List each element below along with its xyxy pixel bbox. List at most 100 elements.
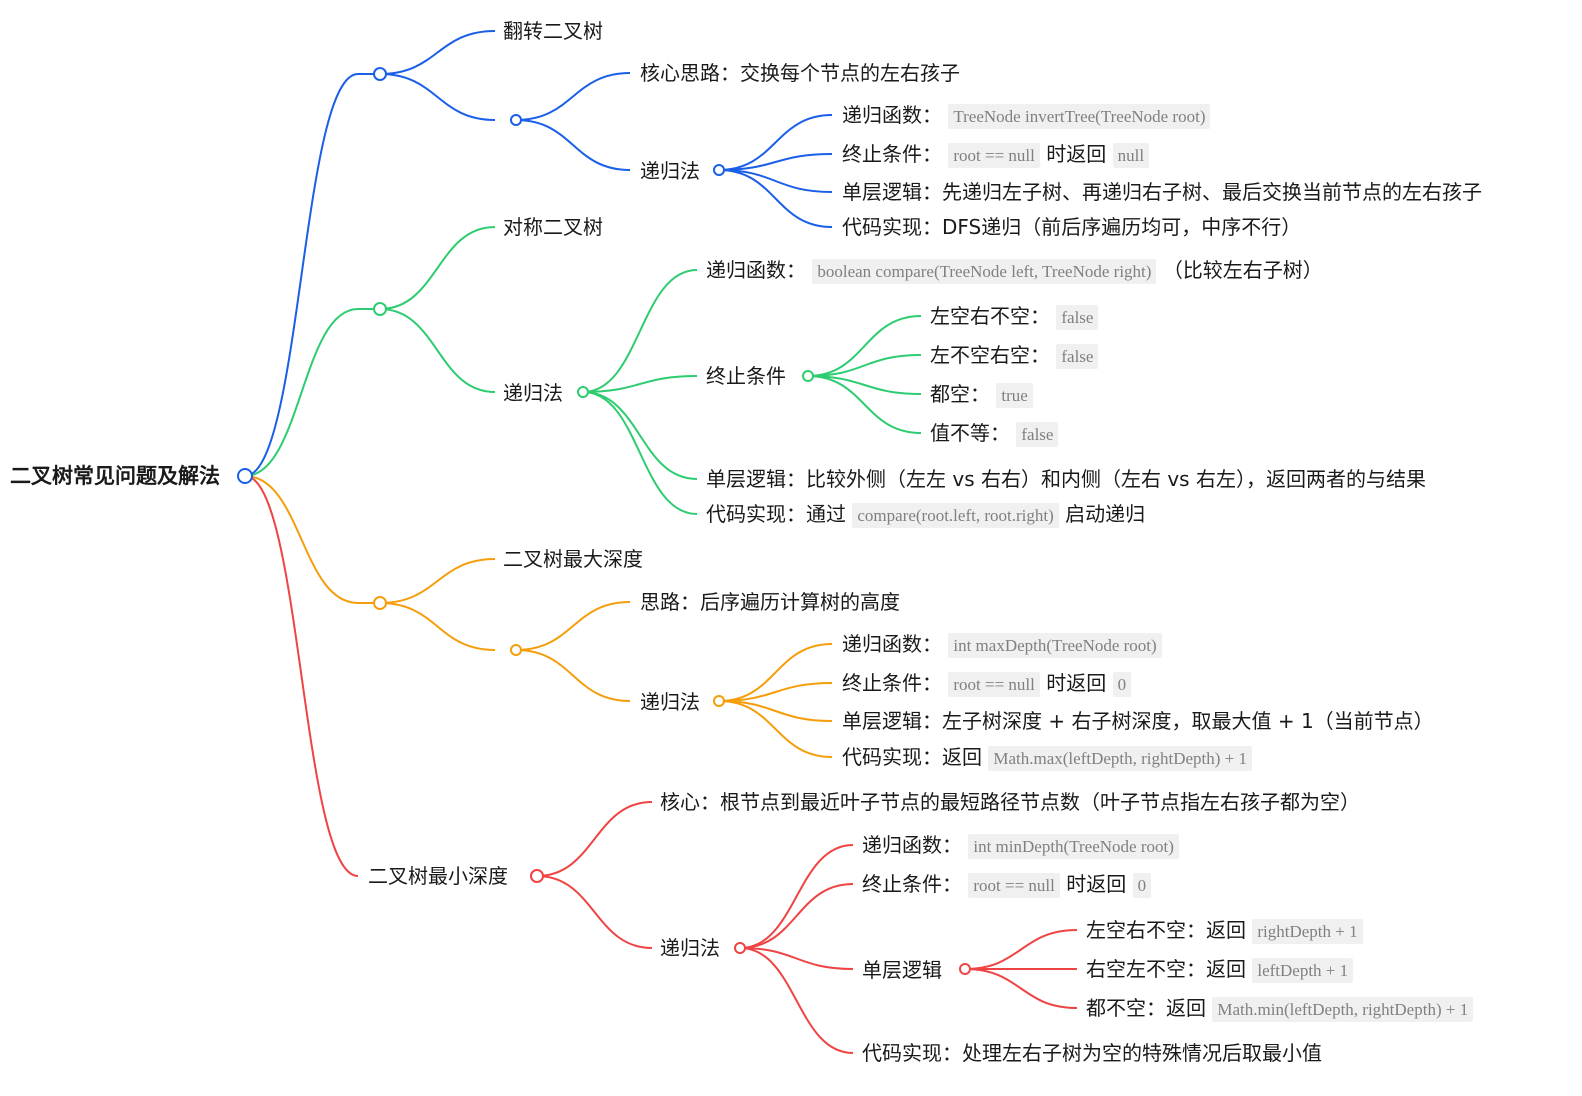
min-logic-2: 右空左不空：返回 leftDepth + 1 — [1086, 955, 1354, 985]
edge-root-sym — [244, 308, 359, 477]
edge-root-max — [244, 475, 359, 604]
min-logic-3-code: Math.min(leftDepth, rightDepth) + 1 — [1212, 997, 1474, 1022]
edge-sym-title — [379, 226, 496, 310]
edge-min-term — [739, 883, 854, 949]
edge-root-invert — [244, 73, 359, 477]
sym-impl-suffix: 启动递归 — [1065, 502, 1146, 526]
edge-invert-group — [379, 73, 496, 121]
max-impl-label: 代码实现：返回 — [842, 745, 982, 769]
edge-sym-func — [582, 269, 698, 393]
sym-term-2-label: 左不空右空： — [930, 343, 1050, 367]
min-logic: 单层逻辑 — [862, 958, 942, 982]
min-term-label: 终止条件： — [862, 872, 962, 896]
min-title: 二叉树最小深度 — [368, 864, 508, 888]
sym-impl-code: compare(root.left, root.right) — [852, 503, 1059, 528]
max-logic: 单层逻辑：左子树深度 + 右子树深度，取最大值 + 1（当前节点） — [842, 709, 1434, 733]
min-logic-1-code: rightDepth + 1 — [1252, 919, 1363, 944]
max-impl: 代码实现：返回 Math.max(leftDepth, rightDepth) … — [842, 743, 1253, 773]
max-toggle-dot[interactable] — [373, 596, 387, 610]
min-logic-2-label: 右空左不空：返回 — [1086, 957, 1246, 981]
sym-term-3-code: true — [996, 383, 1033, 408]
max-title: 二叉树最大深度 — [503, 547, 643, 571]
max-group-toggle-dot[interactable] — [510, 644, 522, 656]
edge-invert-rec-1 — [718, 153, 833, 171]
sym-term-2-code: false — [1056, 344, 1099, 369]
sym-term-1-code: false — [1056, 305, 1099, 330]
edge-max-rec-1 — [718, 682, 833, 702]
min-core: 核心：根节点到最近叶子节点的最短路径节点数（叶子节点指左右孩子都为空） — [660, 790, 1360, 814]
edge-min-impl — [739, 947, 854, 1054]
max-term-code2: 0 — [1112, 672, 1132, 697]
invert-func: 递归函数： TreeNode invertTree(TreeNode root) — [842, 101, 1211, 131]
invert-toggle-dot[interactable] — [373, 67, 387, 81]
edge-min-logic-0 — [964, 929, 1078, 970]
min-term-mid: 时返回 — [1066, 872, 1127, 896]
sym-impl-label: 代码实现：通过 — [706, 502, 846, 526]
max-idea: 思路：后序遍历计算树的高度 — [640, 590, 900, 614]
edge-min-core — [536, 801, 653, 877]
max-term-mid: 时返回 — [1046, 671, 1107, 695]
edge-max-idea — [515, 601, 631, 651]
edge-root-min — [244, 475, 359, 877]
min-func-code: int minDepth(TreeNode root) — [968, 834, 1179, 859]
sym-func-label: 递归函数： — [706, 258, 806, 282]
max-term-code: root == null — [948, 672, 1040, 697]
edge-max-rec-3 — [718, 700, 833, 758]
sym-term-3-label: 都空： — [930, 382, 990, 406]
invert-recursion: 递归法 — [640, 159, 700, 183]
max-func: 递归函数： int maxDepth(TreeNode root) — [842, 630, 1162, 660]
root-toggle-dot[interactable] — [237, 468, 253, 484]
edge-sym-term-3 — [807, 375, 922, 434]
invert-title: 翻转二叉树 — [503, 19, 603, 43]
max-term-label: 终止条件： — [842, 671, 942, 695]
invert-logic: 单层逻辑：先递归左子树、再递归右子树、最后交换当前节点的左右孩子 — [842, 180, 1482, 204]
edge-max-group — [379, 602, 496, 651]
sym-title: 对称二叉树 — [503, 215, 603, 239]
edge-max-recursion — [515, 649, 631, 702]
max-func-code: int maxDepth(TreeNode root) — [948, 633, 1162, 658]
sym-term-1: 左空右不空： false — [930, 302, 1099, 332]
edge-invert-rec-3 — [718, 169, 833, 228]
invert-term-code2: null — [1112, 143, 1150, 168]
sym-term-2: 左不空右空： false — [930, 341, 1099, 371]
min-func-label: 递归函数： — [862, 833, 962, 857]
edge-sym-impl — [582, 391, 698, 515]
sym-func-suffix: （比较左右子树） — [1162, 258, 1323, 282]
min-toggle-dot[interactable] — [530, 869, 544, 883]
sym-func-code: boolean compare(TreeNode left, TreeNode … — [812, 259, 1157, 284]
sym-term-4-label: 值不等： — [930, 421, 1010, 445]
edge-sym-recursion — [379, 308, 496, 393]
edge-max-title — [379, 558, 496, 604]
min-term-code2: 0 — [1132, 873, 1152, 898]
sym-term: 终止条件 — [706, 364, 786, 388]
min-func: 递归函数： int minDepth(TreeNode root) — [862, 831, 1179, 861]
min-impl: 代码实现：处理左右子树为空的特殊情况后取最小值 — [862, 1041, 1322, 1065]
invert-func-code: TreeNode invertTree(TreeNode root) — [948, 104, 1211, 129]
edge-sym-term-1 — [807, 354, 922, 377]
max-impl-code: Math.max(leftDepth, rightDepth) + 1 — [988, 746, 1253, 771]
sym-recursion: 递归法 — [503, 381, 563, 405]
invert-term: 终止条件： root == null 时返回 null — [842, 140, 1150, 170]
edge-min-logic — [739, 947, 854, 970]
min-logic-toggle-dot[interactable] — [959, 963, 971, 975]
edge-invert-rec-0 — [718, 114, 833, 171]
sym-term-toggle-dot[interactable] — [802, 370, 814, 382]
min-logic-2-code: leftDepth + 1 — [1252, 958, 1354, 983]
edge-sym-logic — [582, 391, 698, 480]
min-logic-1: 左空右不空：返回 rightDepth + 1 — [1086, 916, 1363, 946]
max-recursion-toggle-dot[interactable] — [713, 695, 725, 707]
invert-group-toggle-dot[interactable] — [510, 114, 522, 126]
min-logic-1-label: 左空右不空：返回 — [1086, 918, 1246, 942]
root-node-label: 二叉树常见问题及解法 — [10, 464, 220, 488]
sym-logic: 单层逻辑：比较外侧（左左 vs 右右）和内侧（左右 vs 右左），返回两者的与结… — [706, 467, 1426, 491]
edge-sym-term — [582, 375, 698, 393]
sym-toggle-dot[interactable] — [373, 302, 387, 316]
sym-term-1-label: 左空右不空： — [930, 304, 1050, 328]
min-logic-3: 都不空：返回 Math.min(leftDepth, rightDepth) +… — [1086, 994, 1474, 1024]
sym-recursion-toggle-dot[interactable] — [577, 386, 589, 398]
max-func-label: 递归函数： — [842, 632, 942, 656]
min-recursion-toggle-dot[interactable] — [734, 942, 746, 954]
invert-recursion-toggle-dot[interactable] — [713, 164, 725, 176]
edge-invert-core — [515, 72, 631, 121]
